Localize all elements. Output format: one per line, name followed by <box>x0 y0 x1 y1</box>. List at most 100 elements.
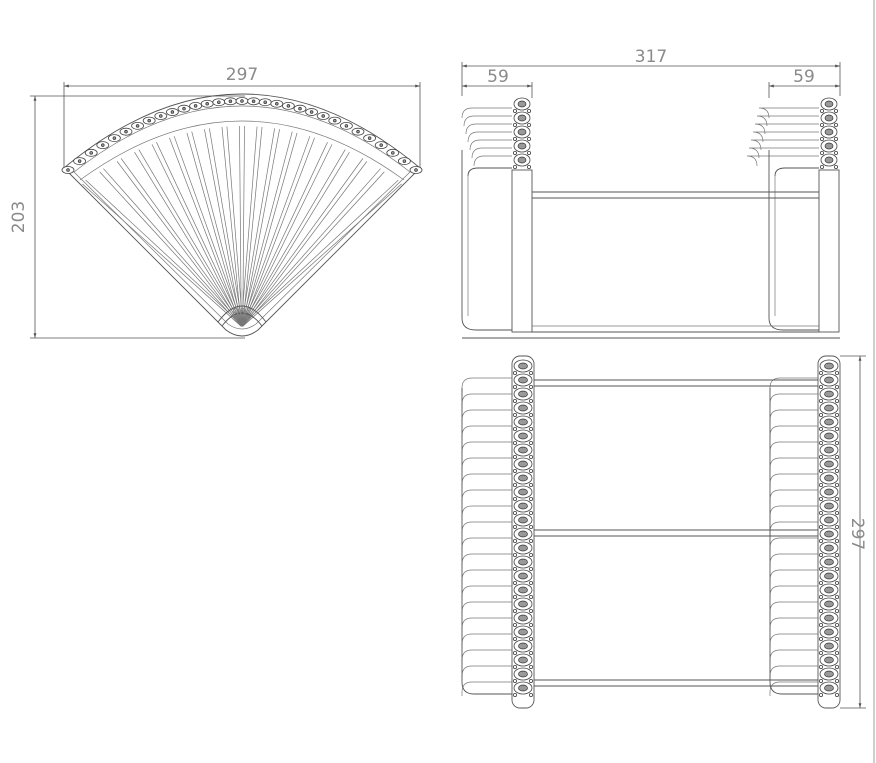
front-right-ornament <box>820 97 839 169</box>
front-right-depth-dimension: 59 <box>768 67 840 98</box>
ornament-bead <box>529 637 534 642</box>
fan-slat-edge <box>239 125 242 327</box>
ornament-bead <box>529 525 534 530</box>
fan-slat <box>242 171 385 327</box>
ornament-bead <box>527 109 532 114</box>
ornament-bead <box>527 150 532 155</box>
ornament-link-center <box>824 404 834 412</box>
ornament-bead <box>835 525 840 530</box>
ornament-bead <box>835 398 840 403</box>
fan-slat-edge <box>240 136 311 326</box>
fan-slat <box>209 128 244 326</box>
fan-slat-edge <box>241 179 399 326</box>
wire <box>471 147 512 159</box>
ornament-link-center <box>518 544 528 552</box>
ornament-link-center <box>518 530 528 538</box>
rim-dot <box>228 99 233 104</box>
fan-slat-edge <box>134 151 242 327</box>
ornament-link-center <box>518 572 528 580</box>
side-wire <box>769 393 818 408</box>
side-wire <box>461 537 512 552</box>
ornament-link-center <box>824 114 834 122</box>
ornament-bead <box>835 567 840 572</box>
ornament-link-center <box>518 376 528 384</box>
ornament-link-center <box>824 474 834 482</box>
side-wire <box>769 585 818 600</box>
side-wire <box>461 569 512 584</box>
wire <box>465 123 512 135</box>
ornament-bead <box>835 454 840 459</box>
side-wire <box>461 585 512 600</box>
wire-frame <box>461 150 512 331</box>
ornament-bead <box>819 567 824 572</box>
ornament-link-center <box>824 684 834 692</box>
ornament-bead <box>819 581 824 586</box>
fan-slat <box>226 126 244 326</box>
ornament-bead <box>529 370 534 375</box>
fan-slat-edge <box>241 168 381 326</box>
rim-dot <box>217 100 221 104</box>
ornament-bead <box>513 567 518 572</box>
ornament-link-center <box>518 362 528 370</box>
ornament-bead <box>529 398 534 403</box>
ornament-bead <box>820 123 825 128</box>
ornament-link-center <box>824 488 834 496</box>
ornament-bead <box>819 384 824 389</box>
ornament-link-center <box>518 614 528 622</box>
ornament-link-center <box>824 600 834 608</box>
ornament-bead <box>835 370 840 375</box>
ornament-bead <box>529 553 534 558</box>
ornament-bead <box>819 370 824 375</box>
ornament-bead <box>529 623 534 628</box>
ornament-bead <box>513 553 518 558</box>
front-left-wires <box>461 107 512 331</box>
side-wire <box>769 681 818 696</box>
fan-slat-edge <box>240 126 258 326</box>
ornament-link-center <box>824 446 834 454</box>
ornament-bead <box>513 496 518 501</box>
side-wire <box>769 633 818 648</box>
ornament-link-center <box>824 418 834 426</box>
fan-outline-outer <box>63 93 421 337</box>
ornament-link-center <box>824 614 834 622</box>
ornament-link-center <box>518 558 528 566</box>
ornament-bead <box>513 693 518 698</box>
ornament-link-center <box>518 642 528 650</box>
side-wire-frame <box>769 388 818 695</box>
ornament-link-center <box>824 586 834 594</box>
fan-slat <box>242 129 280 327</box>
side-wire <box>769 569 818 584</box>
fan-slat-edge <box>221 126 242 327</box>
side-wire <box>769 665 818 680</box>
side-left-wires <box>461 377 512 696</box>
ornament-bead <box>820 150 825 155</box>
ornament-bead <box>513 164 518 169</box>
ornament-link-center <box>824 376 834 384</box>
ornament-bead <box>835 482 840 487</box>
rim-dot <box>101 143 105 147</box>
ornament-link-center <box>518 502 528 510</box>
ornament-bead <box>819 693 824 698</box>
ornament-bead <box>513 581 518 586</box>
ornament-bead <box>513 539 518 544</box>
side-wire <box>461 457 512 472</box>
fan-slats <box>82 125 402 327</box>
side-wire <box>769 441 818 456</box>
side-wire <box>769 425 818 440</box>
rim-dot <box>159 114 163 118</box>
front-view: 317 59 59 <box>461 47 841 339</box>
ornament-bead <box>834 164 839 169</box>
ornament-link-center <box>824 530 834 538</box>
ornament-bead <box>529 567 534 572</box>
ornament-bead <box>513 398 518 403</box>
ornament-bead <box>513 679 518 684</box>
side-wire <box>769 521 818 536</box>
rim-dot <box>414 168 418 172</box>
ornament-bead <box>819 454 824 459</box>
ornament-bead <box>834 136 839 141</box>
wire-frame-top <box>774 167 819 177</box>
ornament-link-center <box>517 100 527 108</box>
ornament-bead <box>513 454 518 459</box>
ornament-link-center <box>518 432 528 440</box>
rim-dot <box>321 114 325 118</box>
